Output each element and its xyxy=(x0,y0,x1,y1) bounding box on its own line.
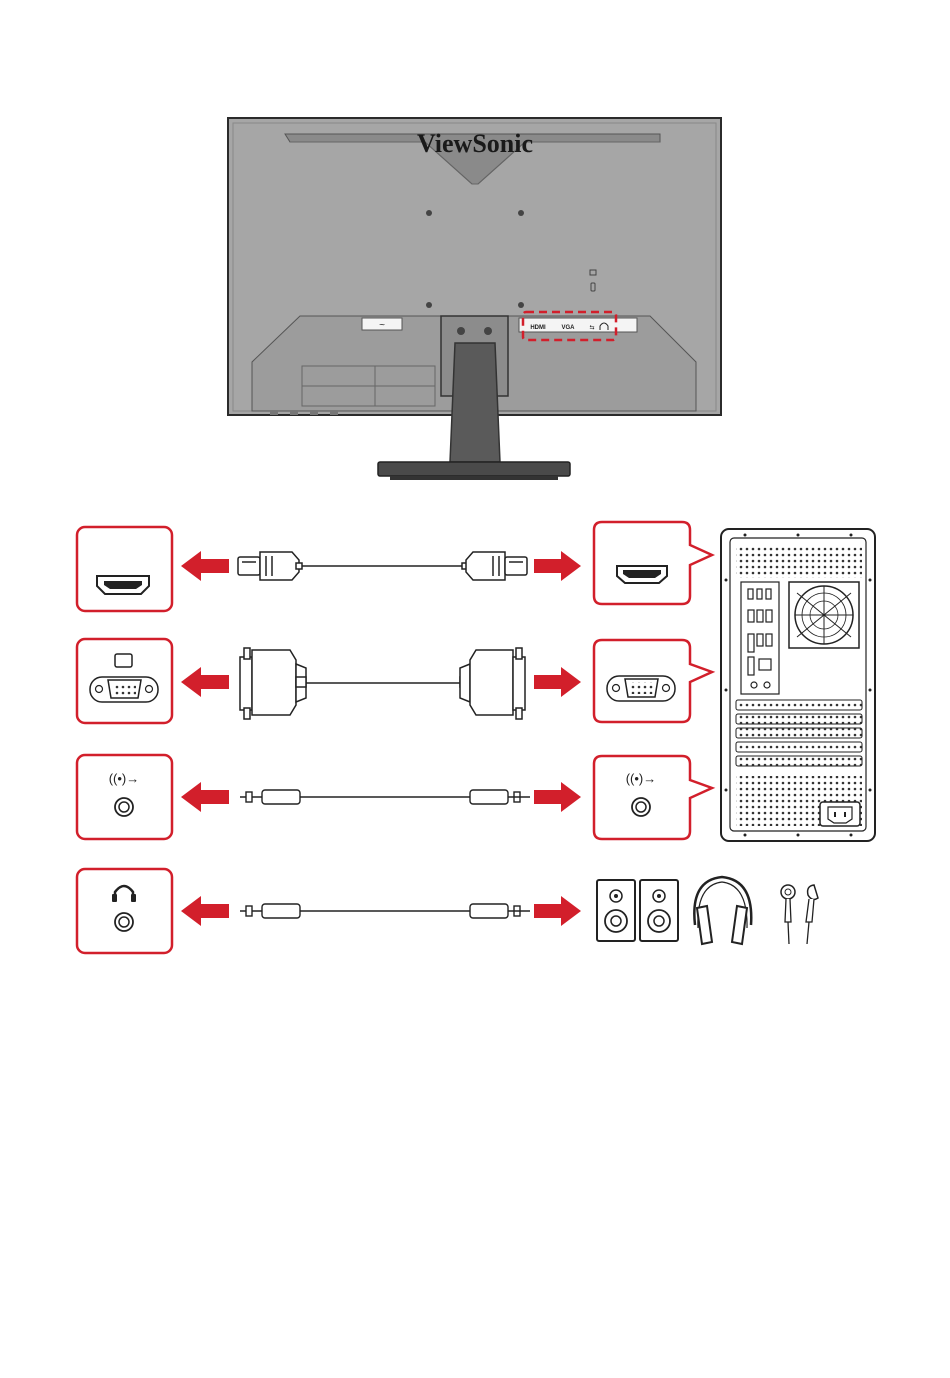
arrow-right-headphone xyxy=(534,896,581,926)
vga-port-icon xyxy=(90,677,158,702)
computer-hdmi-port xyxy=(594,522,712,604)
earphones-icon xyxy=(781,885,818,944)
headphones-icon xyxy=(694,877,751,944)
audio-cable-icon xyxy=(240,790,530,804)
direction-arrows xyxy=(181,551,581,926)
arrow-left-audio xyxy=(181,782,229,812)
arrow-right-audio xyxy=(534,782,581,812)
arrow-right-hdmi xyxy=(534,551,581,581)
computer-tower-icon xyxy=(721,529,875,841)
arrow-left-headphone xyxy=(181,896,229,926)
audio-in-jack-icon xyxy=(115,798,133,816)
speakers-icon xyxy=(597,880,678,941)
arrow-left-vga xyxy=(181,667,229,697)
monitor-hdmi-panel xyxy=(77,527,172,611)
audio-symbol-icon-computer: ((•)→ xyxy=(626,771,657,786)
computer-port-panels: ((•)→ xyxy=(594,522,712,839)
monitor-port-panels: ((•)→ xyxy=(77,527,172,953)
hdmi-port-label: HDMI xyxy=(530,325,546,331)
audio-in-icon: ⇆ xyxy=(589,324,594,331)
hdmi-cable-icon xyxy=(238,552,527,580)
audio-jack-icon-computer xyxy=(632,798,650,816)
vga-port-icon-computer xyxy=(607,676,675,701)
monitor-rear-view: ViewSonic ~ HDMI VGA ⇆ xyxy=(228,118,721,480)
monitor-audio-in-panel xyxy=(77,755,172,839)
arrow-right-vga xyxy=(534,667,581,697)
fan-icon xyxy=(789,582,859,648)
audio-in-symbol-icon: ((•)→ xyxy=(109,771,140,786)
vga-cable-icon xyxy=(240,648,525,719)
power-socket-icon xyxy=(820,802,860,826)
headphone-cable-icon xyxy=(240,904,530,918)
brand-logo: ViewSonic xyxy=(417,129,533,158)
vga-port-label: VGA xyxy=(561,325,575,331)
hdmi-port-icon-computer xyxy=(617,566,667,583)
power-symbol: ~ xyxy=(379,320,385,331)
hdmi-port-icon xyxy=(97,576,149,594)
arrow-left-hdmi xyxy=(181,551,229,581)
monitor-headphone-panel xyxy=(77,869,172,953)
computer-audio-out-port xyxy=(594,756,712,839)
